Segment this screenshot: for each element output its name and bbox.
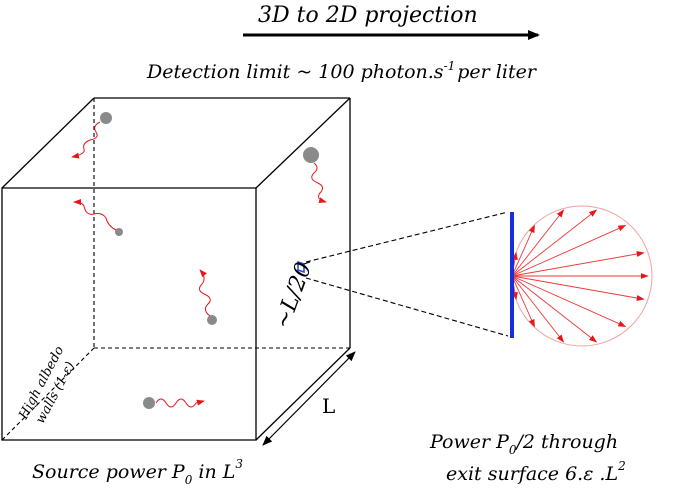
- exit-power-label: Power P0/2 through: [429, 431, 618, 457]
- emission-ray: [511, 275, 627, 327]
- detector-marker: [297, 260, 305, 274]
- emission-ray: [511, 209, 565, 277]
- emission-ray: [511, 275, 598, 343]
- emitter-2: [303, 147, 327, 204]
- emitter-1: [71, 112, 112, 159]
- emitter-5: [143, 397, 205, 409]
- emission-ray: [511, 224, 535, 277]
- detector-marker-edge: [303, 261, 311, 265]
- source-power-label: Source power P0 in L3: [32, 457, 243, 487]
- emission-ray: [511, 225, 627, 277]
- photon-path: [71, 121, 101, 159]
- detector-size-label: ~L/20: [270, 259, 317, 332]
- walls-label: High albedo walls (1-ε): [16, 340, 84, 431]
- emitter-sphere: [207, 315, 217, 325]
- emitter-sphere: [115, 228, 123, 236]
- projection-cone-upper: [305, 211, 509, 263]
- photon-path: [198, 269, 211, 317]
- cube-hidden-edges: [1, 98, 350, 441]
- emitter-sphere: [143, 397, 155, 409]
- photon-path: [73, 199, 117, 231]
- exit-surface-label: exit surface 6.ε .L2: [446, 459, 626, 485]
- emitter-sphere: [100, 112, 112, 124]
- projection-cone-lower: [305, 277, 509, 337]
- emitter-3: [73, 199, 123, 236]
- emitter-4: [198, 269, 217, 325]
- emission-ray: [511, 275, 535, 328]
- projection-label: 3D to 2D projection: [258, 3, 478, 28]
- emission-ray: [511, 275, 645, 301]
- cube-edge-label: L: [322, 394, 335, 418]
- photon-path: [311, 162, 327, 204]
- emission-ray: [511, 209, 598, 277]
- emission-rays: [511, 209, 649, 343]
- cube-edge-dimension-arrow: [262, 351, 356, 446]
- photon-path: [155, 398, 205, 408]
- emission-ray: [511, 275, 565, 343]
- emitter-sphere: [303, 147, 319, 163]
- emission-ray: [511, 251, 645, 277]
